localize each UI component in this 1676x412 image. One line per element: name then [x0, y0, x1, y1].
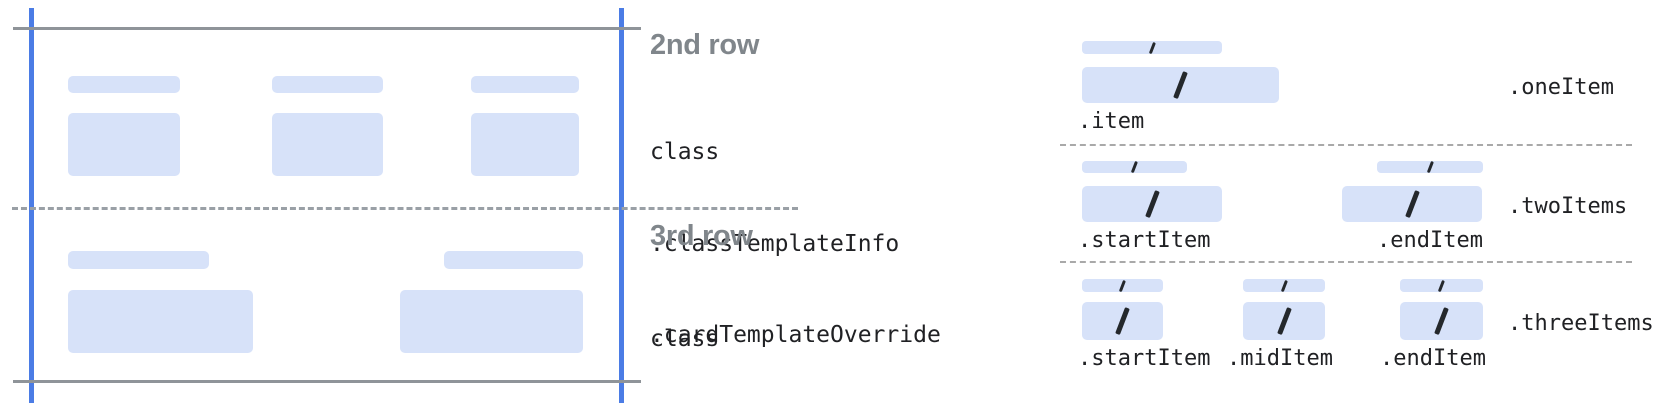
row2-path-line: .classTemplateInfo — [650, 230, 900, 257]
three-items-end-label: .endItem — [1380, 346, 1486, 371]
row3-start-title-placeholder — [68, 251, 209, 269]
three-items-mid-label: .midItem — [1227, 346, 1333, 371]
row2-heading: 2nd row — [650, 29, 760, 61]
two-items-end-label: .endItem — [1377, 228, 1483, 253]
slash-icon — [1115, 307, 1130, 335]
slash-icon — [1404, 190, 1420, 218]
card-left-edge-guide — [29, 8, 34, 403]
slash-icon — [1280, 279, 1288, 292]
row2-col1-body-placeholder — [68, 113, 180, 176]
row3-end-body-placeholder — [400, 290, 583, 353]
card-bottom-edge-guide — [13, 380, 641, 383]
slash-icon — [1144, 190, 1160, 218]
slash-icon — [1438, 279, 1445, 292]
one-item-layout-label: .oneItem — [1508, 75, 1614, 100]
row2-col3-body-placeholder — [471, 113, 579, 176]
three-items-start-title-bar — [1082, 279, 1163, 292]
row2-field-path: class .classTemplateInfo .cardTemplateOv… — [650, 76, 982, 412]
three-items-end-body-bar — [1400, 302, 1483, 340]
slash-icon — [1119, 279, 1126, 292]
one-item-body-bar — [1082, 67, 1279, 103]
three-items-mid-body-bar — [1243, 302, 1325, 340]
layout-separator-dashed-line — [1060, 144, 1632, 146]
two-items-layout-label: .twoItems — [1508, 194, 1628, 219]
three-items-start-label: .startItem — [1078, 346, 1211, 371]
three-items-end-title-bar — [1400, 279, 1483, 292]
slash-icon — [1173, 71, 1188, 99]
three-items-start-body-bar — [1082, 302, 1163, 340]
row2-col2-body-placeholder — [272, 113, 383, 176]
row2-col3-title-placeholder — [471, 76, 579, 93]
slash-icon — [1148, 41, 1156, 54]
one-item-item-label: .item — [1078, 109, 1145, 134]
two-items-start-body-bar — [1082, 186, 1222, 222]
two-items-start-title-bar — [1082, 161, 1187, 173]
two-items-end-body-bar — [1342, 186, 1482, 222]
card-top-edge-guide — [13, 27, 641, 30]
row3-field-path: class .classTemplateInfo .cardTemplateOv… — [650, 263, 982, 412]
layout-separator-dashed-line — [1060, 261, 1632, 263]
slash-icon — [1434, 307, 1449, 335]
slash-icon — [1131, 161, 1138, 173]
card-right-edge-guide — [619, 8, 624, 403]
two-items-start-label: .startItem — [1078, 228, 1211, 253]
one-item-title-bar — [1082, 41, 1222, 54]
slash-icon — [1276, 307, 1292, 335]
row2-col2-title-placeholder — [272, 76, 383, 93]
row3-end-title-placeholder — [444, 251, 583, 269]
row3-heading: 3rd row — [650, 220, 753, 252]
row2-path-line: .cardTemplateOverride — [650, 322, 941, 348]
three-items-layout-label: .threeItems — [1508, 311, 1654, 336]
three-items-mid-title-bar — [1243, 279, 1325, 292]
row2-path-line: class — [650, 139, 720, 165]
row3-path-line: class — [650, 326, 720, 352]
card-row-divider-dashed-line — [12, 207, 798, 210]
two-items-end-title-bar — [1377, 161, 1483, 173]
row3-start-body-placeholder — [68, 290, 253, 353]
slash-icon — [1426, 161, 1434, 173]
row2-col1-title-placeholder — [68, 76, 180, 93]
